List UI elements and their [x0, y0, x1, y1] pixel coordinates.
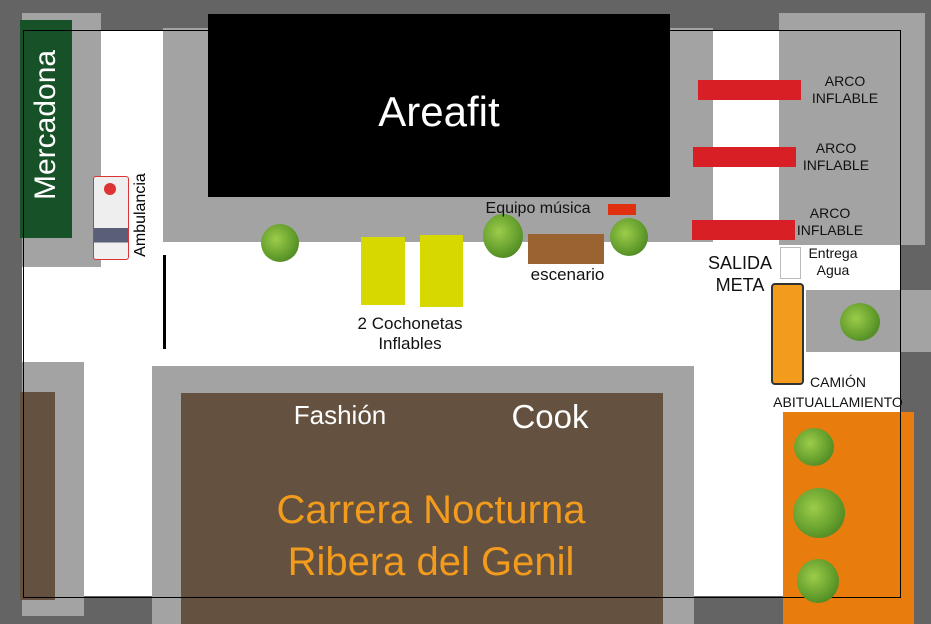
label-line: ABITUALLAMIENTO [773, 394, 903, 411]
cochoneta-inflable [420, 235, 463, 307]
tree-icon [797, 559, 839, 603]
arco-inflable [698, 80, 801, 100]
label-line: SALIDA [707, 253, 773, 273]
tree-icon [793, 488, 845, 538]
tree-icon [610, 218, 648, 256]
brown-block [181, 393, 663, 624]
barrier-line [163, 255, 166, 349]
stage [528, 234, 604, 264]
tree-icon [261, 224, 299, 262]
arco-inflable [692, 220, 795, 240]
label-line: ARCO [815, 140, 857, 156]
label-line: INFLABLE [802, 156, 870, 173]
ambulance-icon [93, 176, 129, 260]
label-line: Inflables [378, 334, 442, 354]
cochoneta-inflable [361, 237, 405, 305]
ambulancia-label: Ambulancia [132, 173, 149, 257]
title-line: Carrera Nocturna [276, 488, 586, 532]
label-line: 2 Cochonetas [357, 314, 463, 333]
tree-icon [840, 303, 880, 341]
label-line: CAMIÓN [810, 374, 866, 390]
label-line: ARCO [824, 73, 866, 89]
escenario-label: escenario [530, 265, 605, 284]
music-equipment [608, 204, 636, 215]
camion-label: CAMIÓN ABITUALLAMIENTO [770, 372, 906, 413]
map-border [23, 30, 901, 598]
label-line: META [715, 274, 765, 295]
areafit-building [208, 14, 670, 197]
tree-icon [794, 428, 834, 466]
mercadona-building [20, 20, 72, 238]
label-line: INFLABLE [811, 89, 879, 106]
brown-block [20, 392, 55, 600]
equipo-musica-label: Equipo música [485, 200, 591, 217]
fashion-label: Fashión [293, 400, 387, 430]
truck-icon [771, 283, 804, 385]
label-line: Entrega [808, 245, 858, 261]
label-line: Agua [816, 261, 850, 278]
cook-label: Cook [511, 398, 589, 435]
title-line: Ribera del Genil [287, 540, 575, 584]
tree-icon [483, 214, 523, 258]
water-point [780, 247, 801, 279]
areafit-label: Areafit [378, 88, 500, 135]
arco-inflable [693, 147, 796, 167]
label-line: INFLABLE [796, 221, 864, 238]
label-line: ARCO [809, 205, 851, 221]
